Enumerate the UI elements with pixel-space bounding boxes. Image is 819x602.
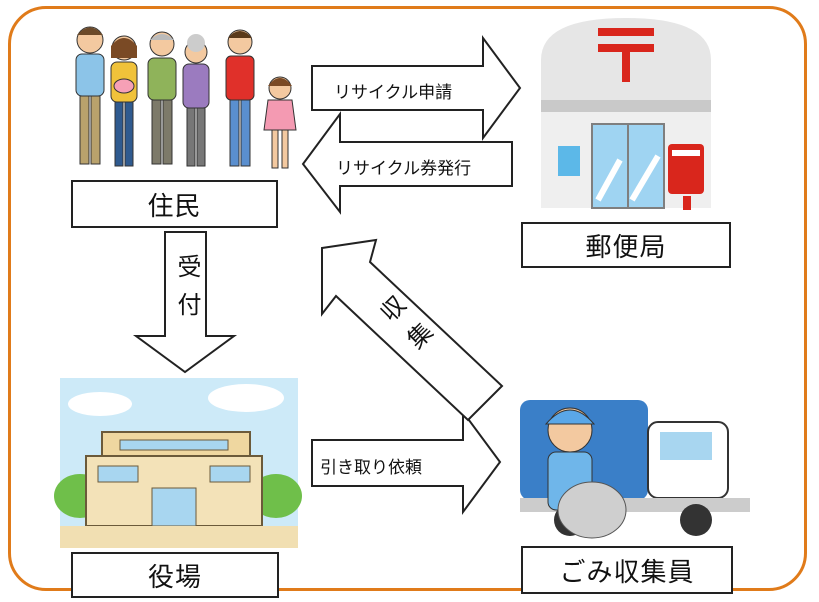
- node-collector: ごみ収集員: [521, 546, 733, 594]
- family-illustration: [75, 26, 297, 169]
- garbage-truck-illustration: [520, 400, 750, 539]
- arrow-collect: [321, 238, 504, 422]
- arrow-recycle-ticket: [301, 110, 513, 215]
- node-collector-label: ごみ収集員: [559, 557, 695, 588]
- node-city-office: 役場: [71, 552, 279, 598]
- node-post-office-label: 郵便局: [585, 232, 667, 263]
- node-residents: 住民: [71, 180, 278, 228]
- arrow-recycle-request: [311, 34, 522, 142]
- post-office-illustration: [541, 18, 711, 210]
- arrow-label-recycle-request: リサイクル申請: [334, 83, 453, 103]
- node-city-office-label: 役場: [147, 562, 202, 593]
- arrow-pickup-request: [311, 408, 502, 516]
- arrow-label-accept: 受付: [173, 254, 201, 330]
- node-post-office: 郵便局: [521, 222, 731, 268]
- diagram-frame: [8, 6, 807, 591]
- arrow-label-recycle-ticket: リサイクル券発行: [336, 159, 472, 179]
- arrow-label-pickup-request: 引き取り依頼: [320, 458, 422, 478]
- node-residents-label: 住民: [147, 191, 202, 222]
- arrow-accept: [132, 231, 238, 374]
- city-office-illustration: [54, 378, 302, 548]
